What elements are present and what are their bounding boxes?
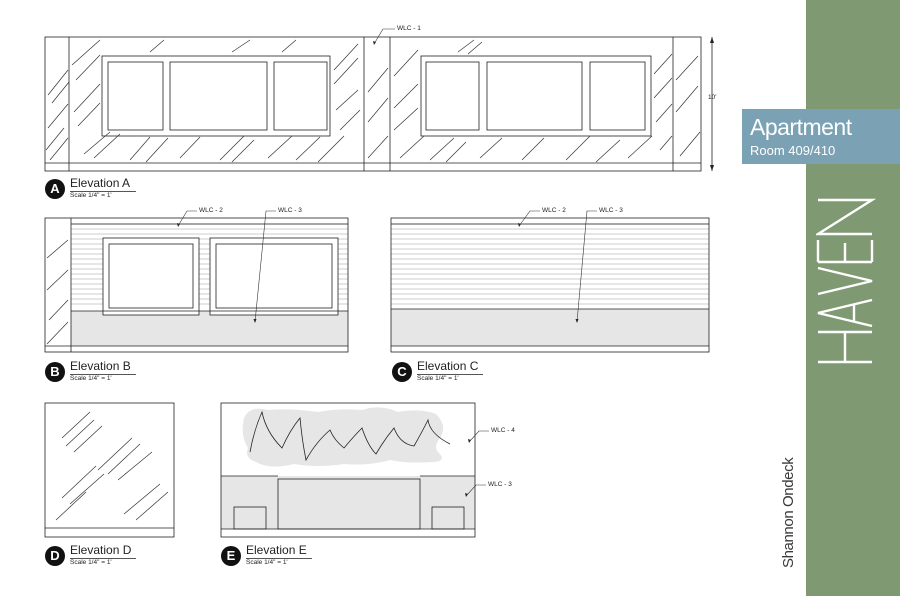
elevation-d-drawing <box>44 402 175 538</box>
elevation-c-name: Elevation C <box>417 359 479 373</box>
callout-wlc-3: WLC - 3 <box>278 207 302 214</box>
elevation-b-name: Elevation B <box>70 359 131 373</box>
elevation-a-scale: Scale 1/4" = 1' <box>70 192 112 199</box>
label-underline <box>70 191 136 192</box>
callout-wlc-2: WLC - 2 <box>542 207 566 214</box>
elevation-a-drawing <box>44 36 713 172</box>
elevation-a-name: Elevation A <box>70 176 131 190</box>
project-title: Apartment <box>750 114 852 140</box>
elevation-e-drawing <box>220 402 476 538</box>
label-underline <box>70 558 136 559</box>
elevation-e-name: Elevation E <box>246 543 307 557</box>
callout-wlc-1: WLC - 1 <box>397 25 421 32</box>
dimension-label: 10' <box>708 94 717 101</box>
elevation-d-scale: Scale 1/4" = 1' <box>70 559 112 566</box>
callout-wlc-4: WLC - 4 <box>491 427 515 434</box>
room-number: Room 409/410 <box>750 143 836 158</box>
label-underline <box>246 558 312 559</box>
haven-logo <box>816 198 876 364</box>
callout-leaders <box>177 28 597 497</box>
sidebar-panel <box>806 0 900 596</box>
elevation-e-badge: E <box>221 546 241 566</box>
elevation-c-scale: Scale 1/4" = 1' <box>417 375 459 382</box>
callout-arrowheads <box>177 41 579 497</box>
elevation-a-badge: A <box>45 179 65 199</box>
label-underline <box>417 374 483 375</box>
callout-wlc-2: WLC - 2 <box>199 207 223 214</box>
author-name: Shannon Ondeck <box>780 457 797 568</box>
callout-wlc-3: WLC - 3 <box>488 481 512 488</box>
callout-wlc-3: WLC - 3 <box>599 207 623 214</box>
elevation-d-name: Elevation D <box>70 543 132 557</box>
elevation-e-scale: Scale 1/4" = 1' <box>246 559 288 566</box>
elevation-b-drawing <box>44 217 349 353</box>
dimension-arrows <box>710 37 714 171</box>
elevation-a-hatching <box>45 39 701 163</box>
elevation-c-badge: C <box>392 362 412 382</box>
elevation-c-drawing <box>390 217 710 353</box>
elevation-d-badge: D <box>45 546 65 566</box>
label-underline <box>70 374 136 375</box>
title-block: Apartment Room 409/410 <box>742 109 900 164</box>
elevation-b-badge: B <box>45 362 65 382</box>
elevation-b-scale: Scale 1/4" = 1' <box>70 375 112 382</box>
